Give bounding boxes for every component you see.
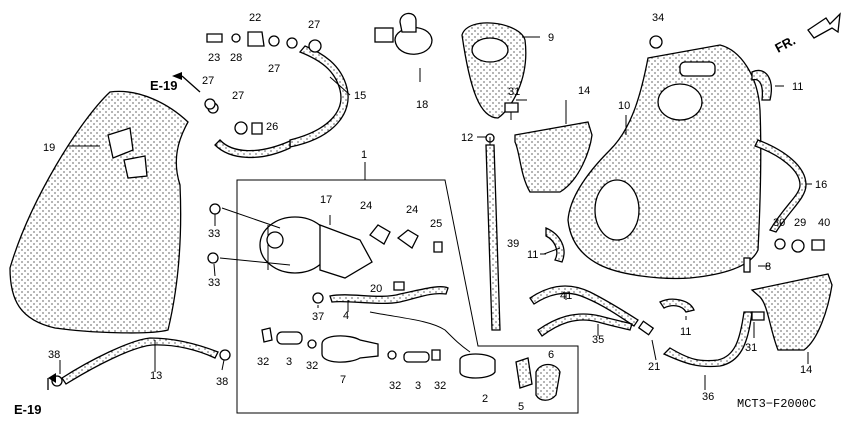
callout-32: 32: [434, 380, 446, 392]
callout-30: 30: [773, 217, 785, 229]
callout-38: 38: [216, 376, 228, 388]
callout-5: 5: [518, 401, 524, 413]
callout-31: 31: [508, 86, 520, 98]
pad-11-a: [751, 69, 772, 101]
callout-27: 27: [268, 63, 280, 75]
pump-motor-2: [459, 353, 496, 379]
hose-39: [485, 144, 501, 331]
callout-27: 27: [202, 75, 214, 87]
diagram-code: MCT3−F2000C: [737, 397, 816, 411]
hose-15: [289, 45, 349, 148]
callout-19: 19: [43, 142, 55, 154]
callout-20: 20: [370, 283, 382, 295]
callout-32: 32: [257, 356, 269, 368]
hose-13: [61, 337, 219, 385]
callout-7: 7: [340, 374, 346, 386]
callout-6: 6: [548, 349, 554, 361]
callout-15: 15: [354, 90, 366, 102]
callout-23: 23: [208, 52, 220, 64]
callout-14: 14: [578, 85, 590, 97]
fuel-filter-7: [321, 335, 379, 363]
pad-11-c: [659, 298, 695, 313]
bracket-14-lower: [750, 273, 833, 351]
callout-4: 4: [343, 310, 349, 322]
callout-16: 16: [815, 179, 827, 191]
callout-14: 14: [800, 364, 812, 376]
callout-18: 18: [416, 99, 428, 111]
callout-labels: 1 2 3 3 4 5 6 7 8 9 10 11 11 11 12 13 14…: [43, 12, 830, 413]
fuel-tank-10: [567, 44, 762, 280]
section-ref-e19-bottom: E-19: [14, 402, 41, 417]
callout-28: 28: [230, 52, 242, 64]
callout-2: 2: [482, 393, 488, 405]
hose-41: [529, 285, 639, 327]
callout-29: 29: [794, 217, 806, 229]
front-arrow-icon: [807, 12, 841, 39]
callout-24: 24: [406, 204, 418, 216]
callout-33: 33: [208, 277, 220, 289]
callout-17: 17: [320, 194, 332, 206]
callout-32: 32: [306, 360, 318, 372]
callout-33: 33: [208, 228, 220, 240]
leader-lines: [59, 76, 809, 390]
callout-32: 32: [389, 380, 401, 392]
callout-31: 31: [745, 342, 757, 354]
callout-24: 24: [360, 200, 372, 212]
callout-21: 21: [648, 361, 660, 373]
section-ref-e19-top: E-19: [150, 78, 177, 93]
callout-36: 36: [702, 391, 714, 403]
callout-3: 3: [286, 356, 292, 368]
callout-37: 37: [312, 311, 324, 323]
callout-13: 13: [150, 370, 162, 382]
callout-39: 39: [507, 238, 519, 250]
hose-36: [662, 311, 753, 368]
direction-label: FR.: [772, 33, 798, 56]
callout-25: 25: [430, 218, 442, 230]
callout-38: 38: [48, 349, 60, 361]
callout-27: 27: [308, 19, 320, 31]
callout-10: 10: [618, 100, 630, 112]
callout-27: 27: [232, 90, 244, 102]
callout-9: 9: [548, 32, 554, 44]
hose-35: [537, 313, 633, 337]
callout-34: 34: [652, 12, 664, 24]
callout-40: 40: [818, 217, 830, 229]
pump-assembly-frame: [236, 179, 579, 414]
callout-12: 12: [461, 132, 473, 144]
callout-35: 35: [592, 334, 604, 346]
bracket-14-upper: [514, 121, 593, 193]
callout-22: 22: [249, 12, 261, 24]
callout-41: 41: [560, 290, 572, 302]
callout-26: 26: [266, 121, 278, 133]
hose-4: [329, 286, 449, 305]
callout-8: 8: [765, 261, 771, 273]
tube-16: [754, 139, 807, 233]
pad-11-b: [545, 227, 565, 263]
callout-3: 3: [415, 380, 421, 392]
callout-11: 11: [527, 249, 538, 261]
callout-1: 1: [361, 149, 367, 161]
callout-11: 11: [680, 326, 691, 338]
callout-11: 11: [792, 81, 803, 93]
side-cover-19: [9, 90, 189, 334]
